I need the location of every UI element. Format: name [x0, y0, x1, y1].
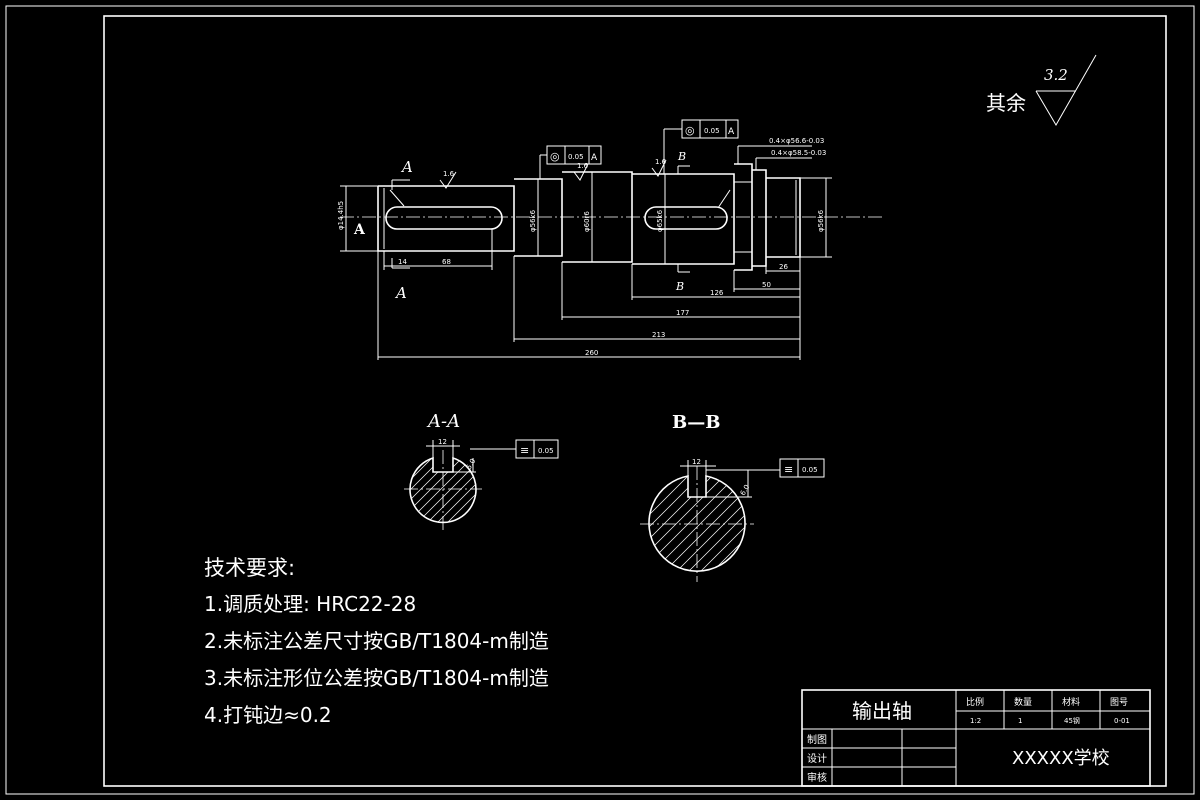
- sec-a-width: 12: [438, 438, 447, 446]
- diameter-dims: [340, 172, 832, 264]
- chamfer-2: 0.4×φ58.5-0.03: [771, 149, 826, 157]
- tb-role-drafter: 制图: [807, 733, 827, 746]
- length-dims: [377, 229, 801, 360]
- dim-126: 126: [710, 289, 724, 297]
- tf2-symbol: ◎: [685, 124, 695, 137]
- tf3-value: 0.05: [538, 447, 554, 455]
- outer-border: [5, 5, 1195, 795]
- tolerance-frame-2: [663, 119, 739, 174]
- dim-260: 260: [585, 349, 598, 357]
- title-block: [801, 689, 1151, 787]
- dim-d2: φ56k6: [529, 209, 537, 232]
- school-name: XXXXX学校: [1012, 748, 1110, 769]
- cut-b-top: B: [677, 150, 686, 163]
- dim-213: 213: [652, 331, 665, 339]
- drawing-frame: [103, 15, 1167, 787]
- roughness-value: 3.2: [1044, 66, 1068, 84]
- tb-value-material: 45钢: [1064, 716, 1080, 725]
- tb-value-qty: 1: [1018, 717, 1022, 725]
- tb-header-qty: 数量: [1014, 696, 1032, 708]
- note-4: 4.打钝边≈0.2: [204, 703, 332, 727]
- dim-d4: φ65k6: [656, 209, 664, 232]
- tf3-symbol: ≡: [520, 444, 529, 457]
- tf2-value: 0.05: [704, 127, 720, 135]
- cut-a-bottom: A: [394, 284, 407, 302]
- section-bb: [640, 460, 780, 582]
- roughness-label: 其余: [986, 91, 1026, 115]
- ra-2: 1.6: [577, 162, 589, 170]
- note-3: 3.未标注形位公差按GB/T1804-m制造: [204, 666, 549, 690]
- tb-value-drawing-no: 0-01: [1114, 717, 1130, 725]
- keyway-left: [385, 206, 503, 230]
- chamfer-callout-lines: [737, 145, 812, 170]
- dim-50: 50: [762, 281, 771, 289]
- chamfer-leaders: [389, 189, 731, 209]
- note-2: 2.未标注公差尺寸按GB/T1804-m制造: [204, 629, 549, 653]
- sec-b-width: 12: [692, 458, 701, 466]
- roughness-marks: [439, 159, 667, 189]
- dim-d3: φ60r6: [583, 211, 591, 232]
- section-cut-b: [677, 165, 690, 273]
- keyway-right: [644, 206, 728, 230]
- tb-header-material: 材料: [1062, 696, 1080, 708]
- chamfer-1: 0.4×φ56.6-0.03: [769, 137, 824, 145]
- tolerance-frame-4: [779, 458, 825, 478]
- ra-3: 1.6: [655, 158, 667, 166]
- dim-177: 177: [676, 309, 689, 317]
- tb-value-scale: 1:2: [970, 717, 981, 725]
- tb-role-reviewer: 审核: [807, 771, 827, 784]
- dim-26: 26: [779, 263, 788, 271]
- tf4-value: 0.05: [802, 466, 818, 474]
- note-1: 1.调质处理: HRC22-28: [204, 592, 416, 616]
- section-aa: [404, 440, 516, 530]
- cut-b-bottom: B: [675, 280, 684, 293]
- tb-header-scale: 比例: [966, 696, 984, 708]
- tf4-symbol: ≡: [784, 463, 793, 476]
- notes-title: 技术要求:: [204, 556, 295, 580]
- dim-d1: φ14.4h5: [337, 201, 345, 230]
- sec-a-depth: 5.0: [465, 457, 477, 471]
- section-bb-title: B—B: [672, 412, 720, 433]
- dim-key1-w: 14: [398, 258, 407, 266]
- tolerance-frame-3: [515, 439, 559, 459]
- tf1-value: 0.05: [568, 153, 584, 161]
- datum-label: A: [353, 222, 366, 238]
- dim-d5: φ56k6: [817, 209, 825, 232]
- tb-header-drawing-no: 图号: [1110, 697, 1128, 708]
- part-name: 输出轴: [852, 699, 912, 723]
- tf1-symbol: ◎: [550, 150, 560, 163]
- sec-b-depth: 6.0: [739, 483, 751, 497]
- roughness-symbol: [1035, 54, 1097, 126]
- tb-role-designer: 设计: [807, 752, 827, 765]
- tolerance-frame-1: [539, 145, 602, 179]
- ra-1: 1.6: [443, 170, 455, 178]
- tf2-datum: A: [728, 127, 735, 137]
- section-aa-title: A-A: [426, 411, 460, 432]
- tf1-datum: A: [591, 153, 598, 163]
- shaft-main-view: [340, 163, 884, 271]
- dim-key1-l: 68: [442, 258, 451, 266]
- cut-a-top: A: [400, 158, 413, 176]
- section-cut-a: [391, 179, 410, 269]
